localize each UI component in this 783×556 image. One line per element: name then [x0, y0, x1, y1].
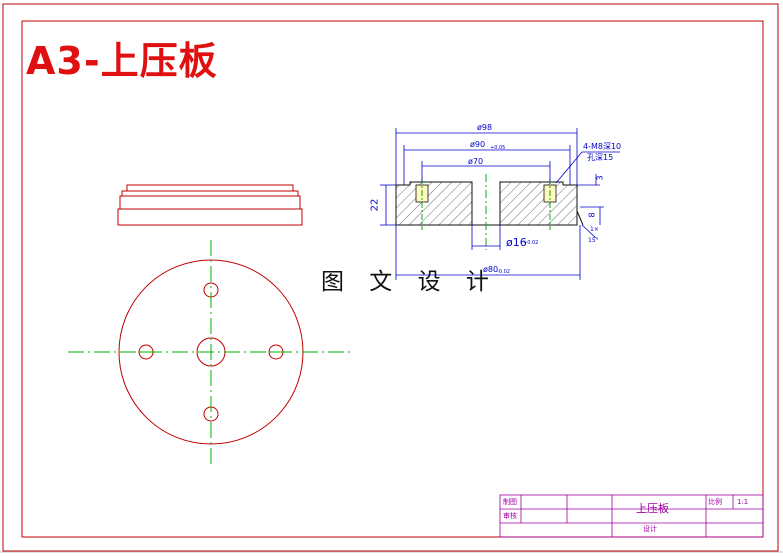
tb-label-2: 审核: [503, 512, 517, 520]
side-view: [117, 184, 303, 226]
drawing-title: A3-上压板: [26, 39, 218, 83]
dim-d98: ø98: [477, 123, 493, 132]
watermark-text: 图 文 设 计: [321, 269, 498, 295]
inner-frame: [21, 20, 764, 538]
section-view: [395, 174, 584, 250]
dim-bottom-tol: -0.02: [497, 269, 510, 275]
dim-d70: ø70: [468, 157, 484, 166]
dim-d90: ø90: [470, 140, 486, 149]
title-block: [499, 494, 764, 538]
dimension-lines: [380, 128, 620, 280]
top-view: [68, 240, 354, 466]
dim-h8: 8: [587, 212, 597, 218]
outer-frame: [2, 3, 779, 552]
tb-label-1: 制图: [503, 498, 517, 506]
dim-d90-tol: +0.05: [490, 145, 506, 151]
dim-h3: 3: [595, 175, 605, 181]
tb-scale-value: 1:1: [737, 498, 749, 506]
tb-part-name: 上压板: [636, 502, 669, 515]
dim-chamfer: 1×: [590, 226, 599, 233]
tb-scale-label: 比例: [708, 498, 722, 506]
dim-d16: ø16: [506, 236, 527, 249]
holes-note-2: 孔深15: [587, 153, 614, 162]
holes-note-1: 4-M8深10: [583, 142, 622, 151]
dim-h22: 22: [369, 198, 381, 212]
tb-sub-label: 设计: [643, 525, 657, 533]
dim-d16-tol: +0.02: [523, 240, 539, 246]
dim-angle: 15°: [588, 237, 599, 244]
dim-bottom: ø80: [483, 265, 499, 274]
